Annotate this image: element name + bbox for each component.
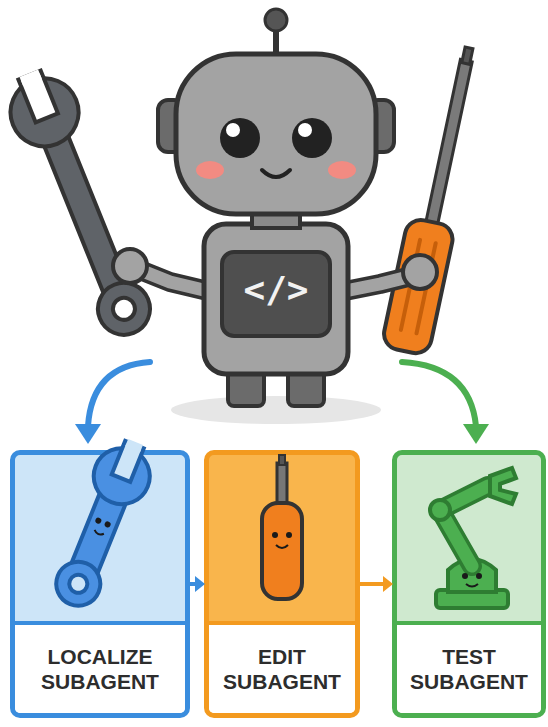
robot-head bbox=[176, 54, 376, 214]
arrow-head bbox=[463, 424, 489, 444]
floor-shadow bbox=[171, 396, 381, 424]
curved-arrow bbox=[402, 362, 476, 426]
left-hand bbox=[113, 249, 147, 283]
left-ear bbox=[158, 100, 184, 152]
subagent-box: LOCALIZE SUBAGENT bbox=[10, 450, 190, 718]
cheek bbox=[196, 161, 224, 179]
flow-arrow bbox=[188, 576, 205, 592]
right-hand bbox=[403, 255, 437, 289]
wrench-tool bbox=[0, 61, 165, 346]
screen-code-symbol: </> bbox=[222, 268, 330, 312]
robot-body bbox=[204, 224, 348, 374]
screwdriver-tool bbox=[381, 43, 492, 356]
robot-neck bbox=[252, 208, 300, 228]
antenna bbox=[273, 24, 279, 58]
label-panel: TEST SUBAGENT bbox=[397, 621, 541, 713]
arrow-head bbox=[75, 424, 101, 444]
smile bbox=[262, 170, 290, 177]
right-leg bbox=[288, 368, 324, 406]
left-arm bbox=[140, 270, 212, 292]
subagent-box: EDIT SUBAGENT bbox=[204, 450, 360, 718]
label-panel: LOCALIZE SUBAGENT bbox=[15, 621, 185, 713]
box-label: LOCALIZE SUBAGENT bbox=[32, 644, 168, 694]
code-screen bbox=[222, 252, 330, 336]
curved-arrow bbox=[88, 362, 150, 426]
box-label: EDIT SUBAGENT bbox=[214, 644, 350, 694]
subagent-box: TEST SUBAGENT bbox=[392, 450, 546, 718]
left-leg bbox=[228, 368, 264, 406]
box-label: TEST SUBAGENT bbox=[401, 644, 537, 694]
flow-arrow bbox=[358, 576, 393, 592]
right-eye bbox=[292, 118, 332, 158]
cheek bbox=[328, 161, 356, 179]
label-panel: EDIT SUBAGENT bbox=[209, 621, 355, 713]
left-eye bbox=[220, 118, 260, 158]
right-ear bbox=[368, 100, 394, 152]
right-arm bbox=[340, 276, 412, 292]
